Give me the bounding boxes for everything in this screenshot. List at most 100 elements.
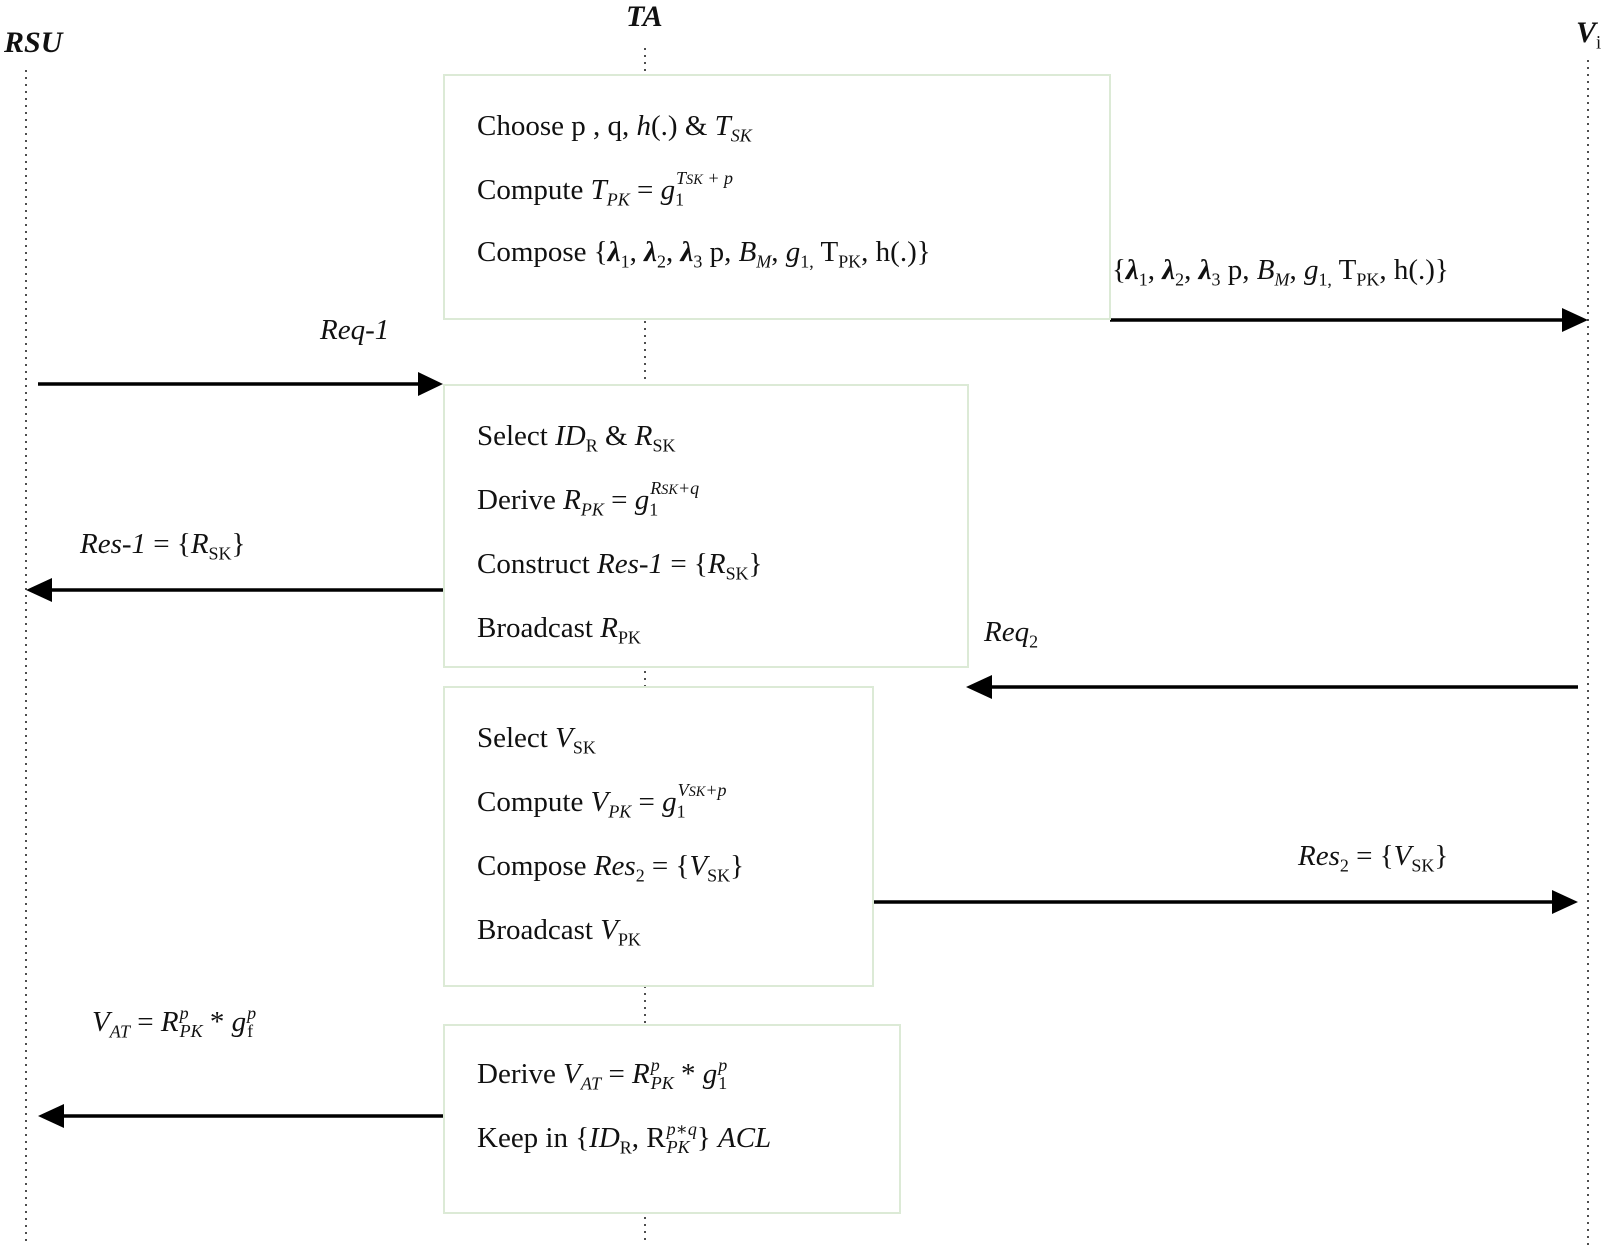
text: R <box>632 1058 650 1090</box>
text: 3 <box>693 251 703 272</box>
text: ID <box>555 420 586 452</box>
rsu-line-derive: Derive RPK = g1RSK+q <box>477 479 699 520</box>
text: * <box>202 1006 232 1038</box>
text: PK <box>617 627 641 648</box>
arrowhead-req2 <box>966 675 992 699</box>
ta-rsu-registration-box: Select IDR & RSK Derive RPK = g1RSK+q Co… <box>443 384 969 668</box>
text: SK <box>208 543 232 564</box>
text: g <box>1303 254 1319 286</box>
text: p∗q <box>666 1119 697 1140</box>
text: SK <box>652 435 676 456</box>
text: Construct <box>477 548 598 580</box>
text: 1 <box>649 499 659 520</box>
text: +p <box>705 779 727 800</box>
text: λ <box>607 236 621 268</box>
rsu-line-construct: Construct Res-1 = {RSK} <box>477 548 763 584</box>
text: SK <box>730 125 752 146</box>
text: SK <box>725 563 749 584</box>
message-label-req1: Req-1 <box>320 314 389 347</box>
text: 2 <box>1029 631 1039 652</box>
text: 1, <box>800 251 814 272</box>
text: Compose { <box>477 236 608 268</box>
text: } <box>748 548 763 580</box>
text: V <box>1393 840 1412 872</box>
setup-line-compose: Compose {λ1, λ2, λ3 p, BM, g1, TPK, h(.)… <box>477 236 931 272</box>
text: = { <box>663 548 708 580</box>
text: ACL <box>717 1122 772 1154</box>
text: B <box>1256 254 1275 286</box>
text: g <box>702 1058 718 1090</box>
text: 3 <box>1211 269 1221 290</box>
text: Req-1 <box>320 314 390 346</box>
actor-vi-sub: i <box>1596 32 1602 54</box>
message-label-req2: Req2 <box>984 616 1039 652</box>
text: SK <box>688 783 706 800</box>
text: Req <box>984 616 1030 648</box>
text: & <box>597 420 635 452</box>
text: g <box>662 786 677 818</box>
text: PK <box>179 1021 203 1042</box>
text: R <box>707 548 726 580</box>
actor-ta: TA <box>626 0 663 33</box>
text: V <box>92 1006 110 1038</box>
text: , <box>1289 254 1304 286</box>
text: 2 <box>635 865 645 886</box>
vehicle-line-compute: Compute VPK = g1VSK+p <box>477 781 727 822</box>
text: λ <box>1198 254 1212 286</box>
text: R <box>585 435 598 456</box>
text: g <box>634 484 650 516</box>
text: g <box>231 1006 247 1038</box>
text: p <box>718 1055 728 1076</box>
text: SK <box>1411 855 1435 876</box>
text: p, <box>702 236 739 268</box>
text: V <box>563 1058 581 1090</box>
arrowhead-res1 <box>26 578 52 602</box>
text: p <box>179 1003 189 1024</box>
actor-rsu: RSU <box>4 26 63 59</box>
text: PK <box>617 929 641 950</box>
text: M <box>1274 269 1290 290</box>
arrowhead-req1 <box>418 372 443 396</box>
setup-line-choose: Choose p , q, h(.) & TSK <box>477 110 752 146</box>
actor-vi: Vi <box>1576 16 1601 52</box>
text: V <box>677 779 689 800</box>
ta-setup-box: Choose p , q, h(.) & TSK Compute TPK = g… <box>443 74 1111 320</box>
text: Choose p , q, <box>477 110 637 142</box>
text: } <box>1434 840 1449 872</box>
text: PK <box>650 1073 674 1094</box>
text: Compute <box>477 786 591 818</box>
text: Broadcast <box>477 612 601 644</box>
text: Broadcast <box>477 914 601 946</box>
text: , <box>665 236 681 268</box>
text: SK <box>661 481 678 498</box>
text: AT <box>109 1021 131 1042</box>
text: , R <box>631 1122 666 1154</box>
text: 1 <box>718 1073 728 1094</box>
text: T <box>813 236 839 268</box>
text: Derive <box>477 1058 564 1090</box>
text: = <box>631 786 663 818</box>
text: 2 <box>656 251 666 272</box>
text: Select <box>477 420 556 452</box>
text: R <box>634 420 653 452</box>
text: , h(.)} <box>861 236 931 268</box>
text: , <box>1147 254 1163 286</box>
text: = <box>629 174 661 206</box>
text: SK <box>707 865 731 886</box>
text: SK <box>686 171 703 188</box>
text: T <box>590 174 607 206</box>
text: 1 <box>620 251 630 272</box>
text: PK <box>666 1137 690 1158</box>
text: = <box>603 484 635 516</box>
text: V <box>600 914 618 946</box>
text: 1 <box>675 189 685 210</box>
text: PK <box>608 801 632 822</box>
text: PK <box>1356 269 1380 290</box>
text: V <box>689 850 708 882</box>
text: R <box>160 1006 179 1038</box>
text: 2 <box>1339 855 1349 876</box>
text: p <box>650 1055 660 1076</box>
